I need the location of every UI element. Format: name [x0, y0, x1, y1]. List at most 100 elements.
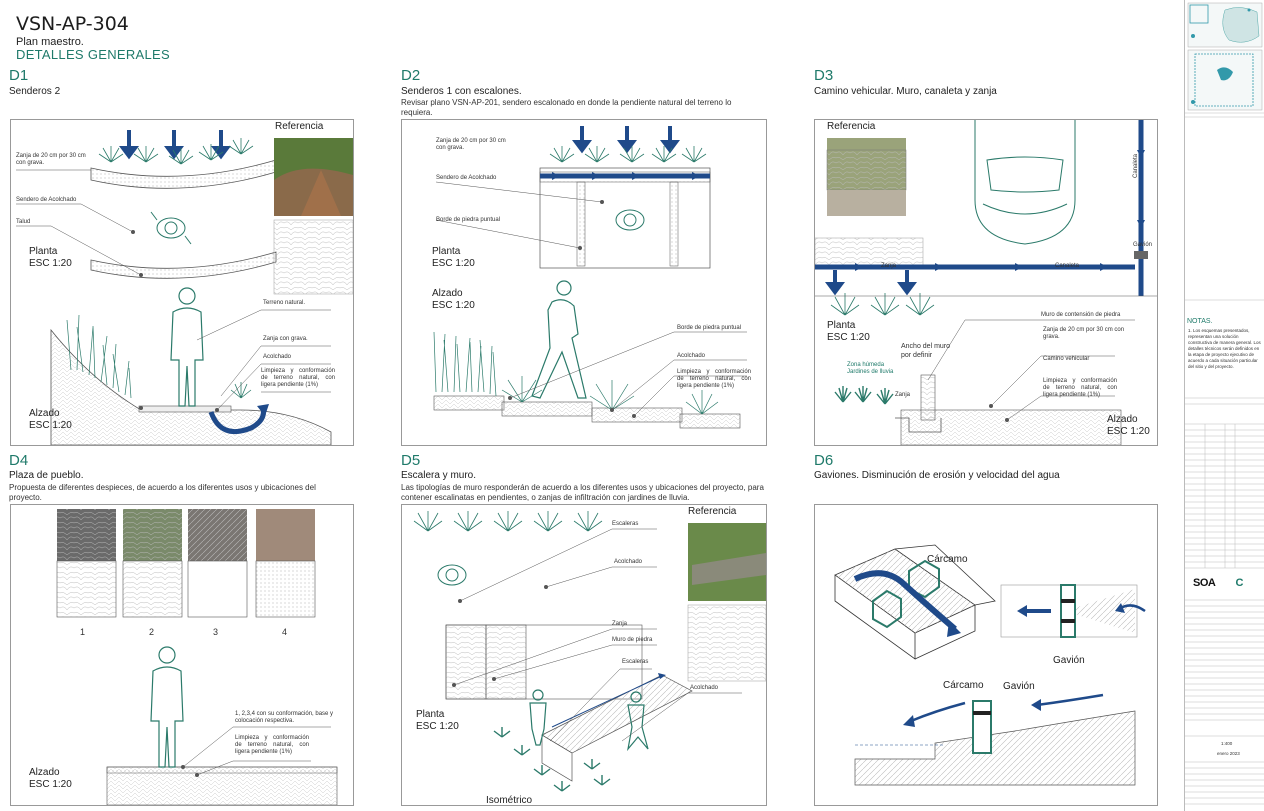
d6-panel: Cárcamo Gavión Cárcamo Gavión: [814, 504, 1158, 806]
d1-alzado-scale: ESC 1:20: [29, 420, 72, 431]
d5-desc: Las tipologías de muro responderán de ac…: [401, 483, 764, 502]
d5-label-escaleras: Escaleras: [612, 521, 639, 527]
d4-alzado-scale: ESC 1:20: [29, 779, 72, 790]
firm-logo: SOA C: [1193, 577, 1243, 589]
d5-planta-scale: ESC 1:20: [416, 721, 459, 732]
d2-planta: Planta: [432, 246, 461, 257]
d3-label-zanja: Zanja: [881, 263, 897, 269]
d2-code: D2: [401, 67, 421, 84]
d4-num-2: 2: [149, 627, 155, 637]
d3-label-limpieza: Limpieza y conformación de terreno natur…: [1043, 378, 1117, 398]
d4-label-conformacion: 1, 2,3,4 con su conformación, base y col…: [235, 711, 334, 724]
d1-label-acolchado: Acolchado: [263, 354, 292, 360]
d3-label-zanja3: Zanja: [895, 392, 911, 398]
d6-label-gavion: Gavión: [1053, 655, 1085, 666]
d4-num-1: 1: [80, 627, 86, 637]
d6-code: D6: [814, 452, 834, 469]
d1-label-talud: Talud: [16, 219, 31, 225]
d4-num-4: 4: [282, 627, 288, 637]
d3-code: D3: [814, 67, 834, 84]
d3-label-gavion: Gavión: [1133, 242, 1153, 248]
d2-label-borde: Borde de piedra puntual: [436, 217, 501, 223]
title-block-drawing: [1185, 2, 1264, 805]
firm-logo-mark-icon: C: [1235, 577, 1244, 589]
d4-label-limpieza: Limpieza y conformación de terreno natur…: [235, 735, 309, 755]
d5-drawing: [413, 511, 766, 792]
d4-alzado: Alzado: [29, 767, 60, 778]
d4-panel: 1 2 3 4 1, 2,3,4 con su conformación, ba…: [10, 504, 354, 806]
d3-label-ancho: Ancho del muro por definir: [901, 343, 951, 359]
d1-alzado: Alzado: [29, 408, 60, 419]
d2-title: Senderos 1 con escalones.: [401, 86, 522, 97]
d5-label-escaleras2: Escaleras: [622, 659, 649, 665]
d1-code: D1: [9, 67, 29, 84]
d3-label-canaleta-v: Canaleta: [1133, 153, 1139, 178]
d4-title: Plaza de pueblo.: [9, 470, 84, 481]
d3-label-zona: Zona húmeda Jardines de lluvia: [847, 362, 894, 375]
d6-title: Gaviones. Disminución de erosión y veloc…: [814, 470, 1060, 481]
d3-panel: Referencia Canaleta Gavión Zanja Canalet…: [814, 119, 1158, 446]
d1-panel: Zanja de 20 cm por 30 cm con grava. Send…: [10, 119, 354, 446]
d4-desc: Propuesta de diferentes despieces, de ac…: [9, 483, 316, 502]
d1-planta: Planta: [29, 246, 58, 257]
d1-drawing: [16, 130, 353, 445]
d5-label-acolchado2: Acolchado: [690, 685, 719, 691]
d5-label-muro: Muro de piedra: [612, 637, 653, 643]
d1-label-sendero: Sendero de Acolchado: [16, 197, 77, 203]
d2-label-borde2: Borde de piedra puntual: [677, 325, 742, 331]
d3-label-zanja2: Zanja de 20 cm por 30 cm con grava.: [1043, 327, 1125, 340]
d5-label-zanja: Zanja: [612, 621, 628, 627]
d1-label-zanja: Zanja de 20 cm por 30 cm con grava.: [16, 153, 86, 166]
d4-num-3: 3: [213, 627, 219, 637]
d2-drawing: [433, 126, 747, 429]
d2-planta-scale: ESC 1:20: [432, 258, 475, 269]
d6-label-carcamo2: Cárcamo: [943, 680, 984, 691]
d1-label-limpieza: Limpieza y conformación de terreno natur…: [261, 368, 335, 388]
d3-label-camino: Camino vehicular: [1043, 356, 1090, 362]
d2-label-limpieza: Limpieza y conformación de terreno natur…: [677, 369, 751, 389]
d2-label-acolchado: Acolchado: [677, 353, 706, 359]
d5-panel: Escaleras Acolchado Referencia Zanja Mur…: [401, 504, 767, 806]
notes-title: NOTAS.: [1187, 318, 1213, 325]
d3-planta-scale: ESC 1:20: [827, 332, 870, 343]
title-block: NOTAS. 1. Los esquemas presentados, repr…: [1184, 0, 1264, 811]
firm-logo-text: SOA: [1193, 577, 1215, 589]
d6-drawing: [834, 544, 1146, 786]
d2-label-sendero: Sendero de Acolchado: [436, 175, 497, 181]
sheet-code: VSN-AP-304: [16, 13, 129, 35]
d5-title: Escalera y muro.: [401, 470, 477, 481]
d2-label-zanja: Zanja de 20 cm por 30 cm con grava.: [436, 138, 506, 151]
d2-alzado-scale: ESC 1:20: [432, 300, 475, 311]
sheet-scale: 1:400: [1221, 741, 1233, 746]
d3-label-canaleta-h: Canaleta: [1055, 263, 1080, 269]
d4-drawing: [56, 509, 338, 805]
d5-label-acolchado: Acolchado: [614, 559, 643, 565]
d6-label-carcamo: Cárcamo: [927, 554, 968, 565]
d2-desc: Revisar plano VSN-AP-201, sendero escalo…: [401, 98, 732, 117]
d2-alzado: Alzado: [432, 288, 463, 299]
d3-planta: Planta: [827, 320, 856, 331]
d3-alzado-scale: ESC 1:20: [1107, 426, 1150, 437]
sheet-title: DETALLES GENERALES: [16, 47, 170, 62]
d3-label-muro: Muro de contensión de piedra: [1041, 312, 1121, 318]
d5-isometrico: Isométrico: [486, 795, 533, 806]
sheet-date: enero 2023: [1217, 751, 1240, 756]
d1-referencia: Referencia: [275, 121, 324, 132]
d1-planta-scale: ESC 1:20: [29, 258, 72, 269]
d4-code: D4: [9, 452, 29, 469]
d1-title: Senderos 2: [9, 86, 61, 97]
d3-referencia: Referencia: [827, 121, 876, 132]
sheet-subtitle: Plan maestro.: [16, 36, 84, 48]
d3-drawing: [815, 120, 1157, 445]
d5-code: D5: [401, 452, 421, 469]
d1-label-zanja-grava: Zanja con grava.: [263, 336, 308, 342]
notes-body: 1. Los esquemas presentados, representan…: [1188, 328, 1261, 369]
d6-label-gavion2: Gavión: [1003, 681, 1035, 692]
